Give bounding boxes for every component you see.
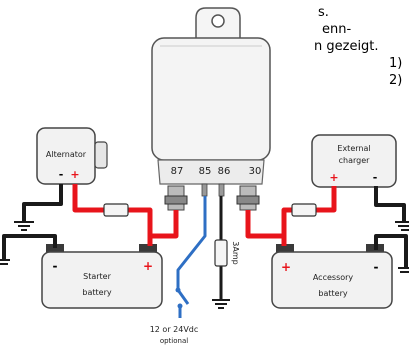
relay-base — [157, 159, 265, 185]
relay-terminal-30: 30 — [249, 166, 262, 177]
cropped-text-block: s. — [318, 4, 329, 21]
accessory-to-relay-wire — [245, 210, 284, 239]
cropped-text-block: enn- — [322, 21, 351, 38]
cropped-text-line: enn- — [322, 22, 352, 37]
switch-voltage-label: 12 or 24Vdc — [150, 325, 199, 334]
switch-contact — [177, 303, 183, 309]
starter-battery-label-line2: battery — [82, 288, 111, 297]
relay-fuse: 3Amp — [214, 239, 240, 267]
relay-85-control-wire — [176, 196, 207, 288]
positive-wires — [72, 184, 337, 246]
fuse-rating-label: 3Amp — [231, 241, 240, 264]
optional-switch — [175, 287, 190, 309]
starter-ground-wire — [2, 234, 57, 260]
alternator-positive-wire-2 — [126, 207, 153, 246]
cropped-text-block: n gezeigt. — [314, 38, 379, 55]
fuse-icon — [103, 203, 129, 217]
accessory-battery: + - Accessory battery — [271, 244, 393, 309]
accessory-battery-minus-sign: - — [374, 260, 379, 274]
starter-battery-body — [41, 251, 163, 309]
accessory-battery-plus-sign: + — [281, 260, 291, 274]
relay-pin-86 — [218, 183, 225, 197]
alternator-pulley — [94, 141, 108, 169]
starter-battery-post-neg — [46, 244, 64, 254]
charger-ground-wire — [374, 186, 406, 222]
relay-housing — [151, 37, 271, 161]
starter-battery: - + Starter battery — [41, 244, 163, 309]
alternator-plus-sign: + — [70, 168, 79, 181]
ground-icon — [398, 267, 409, 273]
alternator-label: Alternator — [46, 150, 87, 159]
cropped-text-line: s. — [318, 5, 329, 20]
alternator-positive-wire — [72, 184, 106, 213]
cropped-text-block: 2) — [389, 72, 402, 89]
charger-label-line2: charger — [339, 156, 371, 165]
accessory-ground-wire — [374, 234, 408, 268]
ground-icon — [395, 221, 409, 231]
alternator: Alternator - + — [36, 127, 108, 185]
charger-positive-wire — [314, 186, 337, 213]
accessory-battery-body — [271, 251, 393, 309]
starter-battery-post-pos — [139, 244, 157, 254]
relay-pin-85 — [201, 183, 208, 197]
relay-terminal-87: 87 — [171, 166, 184, 177]
cropped-text-line: 1) — [389, 56, 403, 71]
relay: 87 85 86 30 — [151, 7, 271, 211]
starter-battery-plus-sign: + — [143, 259, 153, 273]
switch-circuit — [176, 196, 207, 318]
cropped-text-line: n gezeigt. — [314, 39, 379, 54]
ground-symbols — [0, 221, 409, 309]
alternator-minus-sign: - — [59, 168, 64, 181]
inline-fuses — [103, 203, 317, 217]
relay-terminal-85: 85 — [199, 166, 212, 177]
fuse-icon — [214, 239, 228, 267]
relay-mounting-hole — [211, 14, 225, 28]
cropped-text-line: 2) — [389, 73, 403, 88]
ground-icon — [0, 259, 10, 265]
accessory-battery-label-line1: Accessory — [313, 273, 354, 282]
relay-terminal-86: 86 — [218, 166, 231, 177]
charger-body — [311, 134, 397, 188]
ground-icon — [14, 221, 34, 231]
accessory-battery-post-pos — [276, 244, 294, 254]
external-charger: External charger + - — [311, 134, 397, 188]
charger-plus-sign: + — [329, 171, 338, 184]
cropped-text-block: 1) — [389, 55, 402, 72]
starter-battery-minus-sign: - — [53, 259, 58, 273]
relay-stud-30 — [236, 185, 260, 211]
switch-optional-label: optional — [160, 337, 188, 345]
charger-minus-sign: - — [373, 171, 378, 184]
relay-stud-87 — [164, 185, 188, 211]
accessory-battery-label-line2: battery — [318, 289, 347, 298]
starter-to-relay-wire — [150, 210, 179, 239]
alternator-ground-wire — [22, 184, 63, 222]
ground-icon — [212, 299, 230, 309]
fuse-icon — [291, 203, 317, 217]
starter-battery-label-line1: Starter — [83, 272, 111, 281]
charger-label-line1: External — [337, 144, 370, 153]
switch-lever-icon — [176, 289, 190, 305]
